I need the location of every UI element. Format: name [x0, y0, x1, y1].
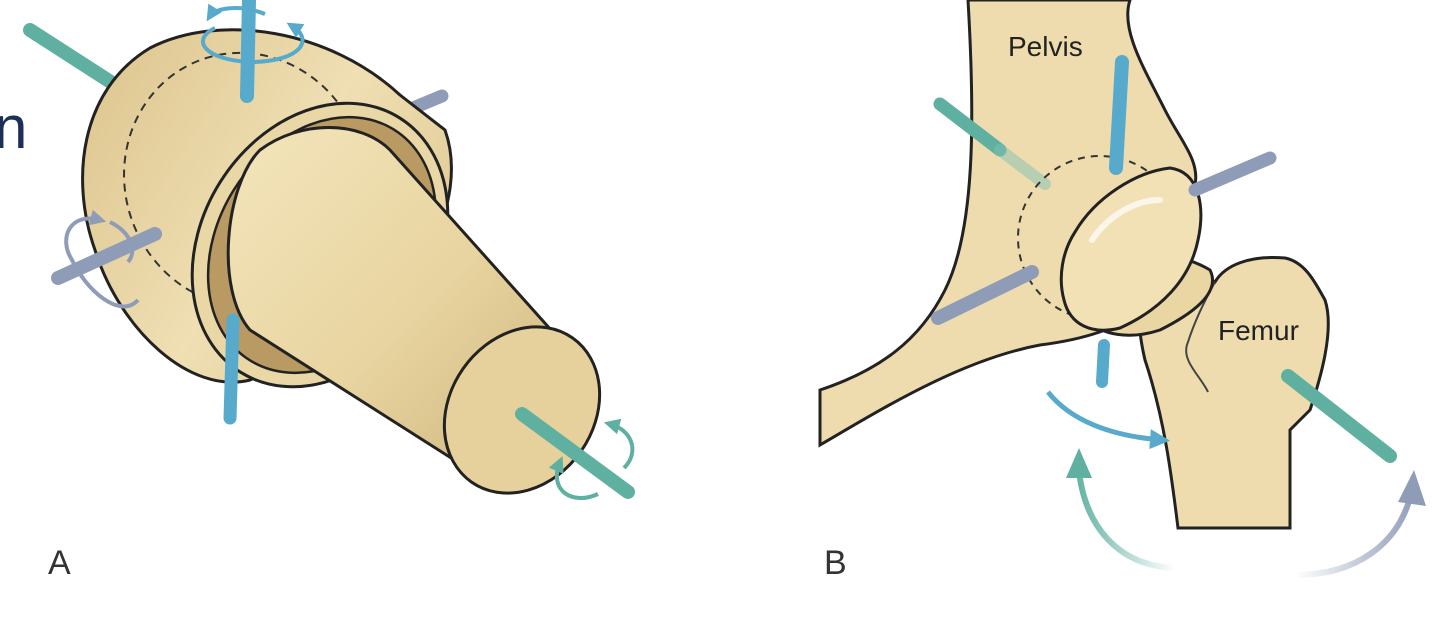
panel-b-hip-joint: [818, 0, 1426, 578]
axis-rod-gray-right: [1188, 151, 1277, 197]
panel-a-cylinder-model: [23, 0, 635, 500]
axis-rod-green-back: [933, 97, 1007, 157]
axis-rod-green-back: [23, 23, 127, 95]
femur-bone: [1138, 255, 1330, 530]
pelvis-bone: [818, 0, 1198, 448]
motion-arrow-green-head: [1066, 448, 1092, 478]
axis-rod-gray-left: [931, 265, 1039, 325]
rotation-arrow-front-2: [603, 418, 635, 470]
femoral-head: [1059, 166, 1203, 332]
axis-rod-green-femur: [1281, 369, 1397, 463]
title-fragment: n: [0, 94, 27, 161]
motion-arrow-blue: [1046, 390, 1170, 450]
axis-rod-gray-left: [51, 227, 162, 285]
rotation-arrow-top: [201, 22, 305, 65]
motion-arrow-green: [1075, 459, 1176, 571]
axis-rod-green-front: [515, 407, 635, 499]
pelvis-label: Pelvis: [1008, 31, 1083, 62]
axis-rod-blue-top: [1109, 55, 1129, 175]
axis-rod-blue-bottom: [1096, 339, 1110, 388]
femur-label: Femur: [1218, 315, 1299, 346]
rotation-arrow-left: [64, 209, 140, 309]
rotation-arrow-left-2: [109, 220, 135, 264]
axis-rod-blue-top: [240, 0, 256, 103]
panel-a-label: A: [48, 544, 71, 582]
femoral-head-highlight: [1089, 197, 1163, 243]
rotation-arrow-front: [548, 456, 599, 500]
motion-arrow-gray-head: [1398, 470, 1426, 506]
motion-arrow-gray: [1294, 489, 1415, 578]
rotation-arrow-top-2: [206, 3, 266, 22]
axis-rod-green-hidden: [994, 144, 1051, 190]
panel-b-label: B: [824, 544, 847, 582]
axis-rod-blue-bottom: [223, 313, 240, 425]
